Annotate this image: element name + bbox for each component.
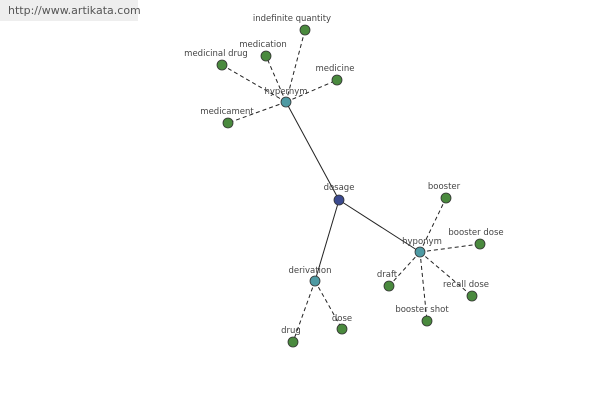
edge-hypernym-medicine [285,79,338,103]
label-hyponym[interactable]: hyponym [402,237,442,247]
node-draft[interactable] [383,280,395,292]
label-medicament[interactable]: medicament [200,107,254,117]
edge-derivation-dose [314,280,343,330]
label-dose[interactable]: dose [332,314,352,324]
node-derivation[interactable] [309,275,321,287]
node-recall-dose[interactable] [466,290,478,302]
edge-hyponym-recall-dose [419,251,473,297]
node-hypernym[interactable] [280,96,292,108]
edge-hyponym-booster [419,197,447,253]
label-derivation[interactable]: derivation [288,266,331,276]
edge-hypernym-medicament [227,101,287,124]
label-booster-shot[interactable]: booster shot [395,305,449,315]
edge-dosage-hypernym [285,101,340,201]
edge-hypernym-medicinal-drug [221,64,287,103]
node-drug[interactable] [287,336,299,348]
edge-dosage-hyponym [338,199,421,253]
label-hypernym[interactable]: hypernym [264,87,307,97]
source-link-box: http://www.artikata.com [0,0,141,21]
label-medicine[interactable]: medicine [316,64,355,74]
node-dosage[interactable] [333,194,345,206]
node-medicament[interactable] [222,117,234,129]
edge-hypernym-indefinite-quantity [285,29,306,103]
edge-hyponym-booster-shot [419,251,428,322]
edge-hyponym-draft [388,251,421,287]
node-booster-shot[interactable] [421,315,433,327]
label-drug[interactable]: drug [281,326,301,336]
node-indefinite-quantity[interactable] [299,24,311,36]
node-medication[interactable] [260,50,272,62]
label-indefinite-quantity[interactable]: indefinite quantity [253,14,331,24]
label-dosage[interactable]: dosage [324,183,355,193]
label-medication[interactable]: medication [239,40,286,50]
node-medicine[interactable] [331,74,343,86]
edge-dosage-derivation [314,199,340,282]
edge-derivation-drug [292,280,316,343]
label-recall-dose[interactable]: recall dose [443,280,489,290]
label-booster[interactable]: booster [428,182,461,192]
node-booster[interactable] [440,192,452,204]
edge-hyponym-booster-dose [419,243,481,253]
label-draft[interactable]: draft [377,270,398,280]
labels-layer: dosage hypernym hyponym derivation indefinit… [184,14,503,336]
node-hyponym[interactable] [414,246,426,258]
node-booster-dose[interactable] [474,238,486,250]
nodes-layer [216,24,486,348]
edge-hypernym-medication [265,55,287,103]
node-medicinal-drug[interactable] [216,59,228,71]
node-dose[interactable] [336,323,348,335]
edges-layer [221,29,481,343]
label-booster-dose[interactable]: booster dose [448,228,503,238]
source-link[interactable]: http://www.artikata.com [8,4,141,17]
label-medicinal-drug[interactable]: medicinal drug [184,49,248,59]
